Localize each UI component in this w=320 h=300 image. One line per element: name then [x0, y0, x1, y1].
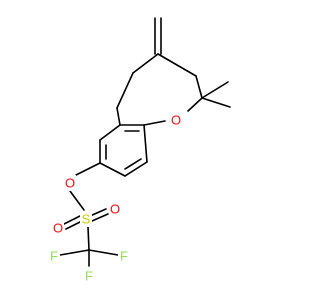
atom-label-backing: [109, 201, 121, 217]
bond-sulfur-oxygen-right-b: [91, 213, 109, 222]
atom-oxygen-sulfonyl-left: O: [53, 221, 63, 236]
bond-ring-7: [116, 107, 121, 126]
bond-sulfur-carbon: [87, 226, 90, 251]
bond-ring-1: [157, 53, 197, 77]
bond-benzene-4: [99, 162, 126, 177]
bond-oxygen-sulfur: [69, 190, 85, 211]
atom-oxygen-sulfonyl-right: O: [110, 202, 120, 217]
atom-labels: O O S O O F F F: [48, 112, 182, 284]
bond-benzene-inner-2: [124, 158, 142, 170]
atom-label-backing: [83, 268, 95, 284]
bond-benzene-6: [143, 124, 148, 163]
bond-ring-2: [195, 75, 203, 99]
bond-benzene-5: [124, 161, 148, 177]
bond-aryl-oxygen: [75, 162, 101, 176]
bond-ring-6: [116, 72, 134, 109]
atom-label-backing: [170, 112, 182, 128]
bond-carbon-fluorine-left: [59, 249, 90, 256]
atom-label-backing: [64, 175, 76, 191]
atom-fluorine-bottom: F: [85, 269, 93, 284]
bond-methyl-2: [201, 97, 231, 108]
bond-sulfur-oxygen-left-b: [65, 220, 83, 230]
bond-sulfur-oxygen-right-a: [89, 208, 107, 217]
atom-fluorine-right: F: [120, 249, 128, 264]
atom-oxygen-ring: O: [171, 113, 181, 128]
bonds: [59, 17, 231, 267]
bond-sulfur-oxygen-left-a: [63, 215, 81, 225]
bond-ring-4: [143, 120, 166, 126]
bond-carbon-fluorine-right: [88, 249, 119, 256]
bond-ring-5: [132, 53, 159, 74]
atom-oxygen-ester: O: [65, 176, 75, 191]
structure-diagram: O O S O O F F F: [48, 17, 231, 284]
atom-fluorine-left: F: [50, 249, 58, 264]
bond-benzene-2: [99, 124, 121, 141]
atom-label-backing: [80, 211, 92, 227]
bond-methyl-1: [201, 81, 229, 99]
atom-sulfur: S: [82, 212, 91, 227]
atom-label-backing: [48, 248, 60, 264]
atom-label-backing: [118, 248, 130, 264]
atom-label-backing: [52, 220, 64, 236]
bond-ring-3: [187, 97, 203, 112]
